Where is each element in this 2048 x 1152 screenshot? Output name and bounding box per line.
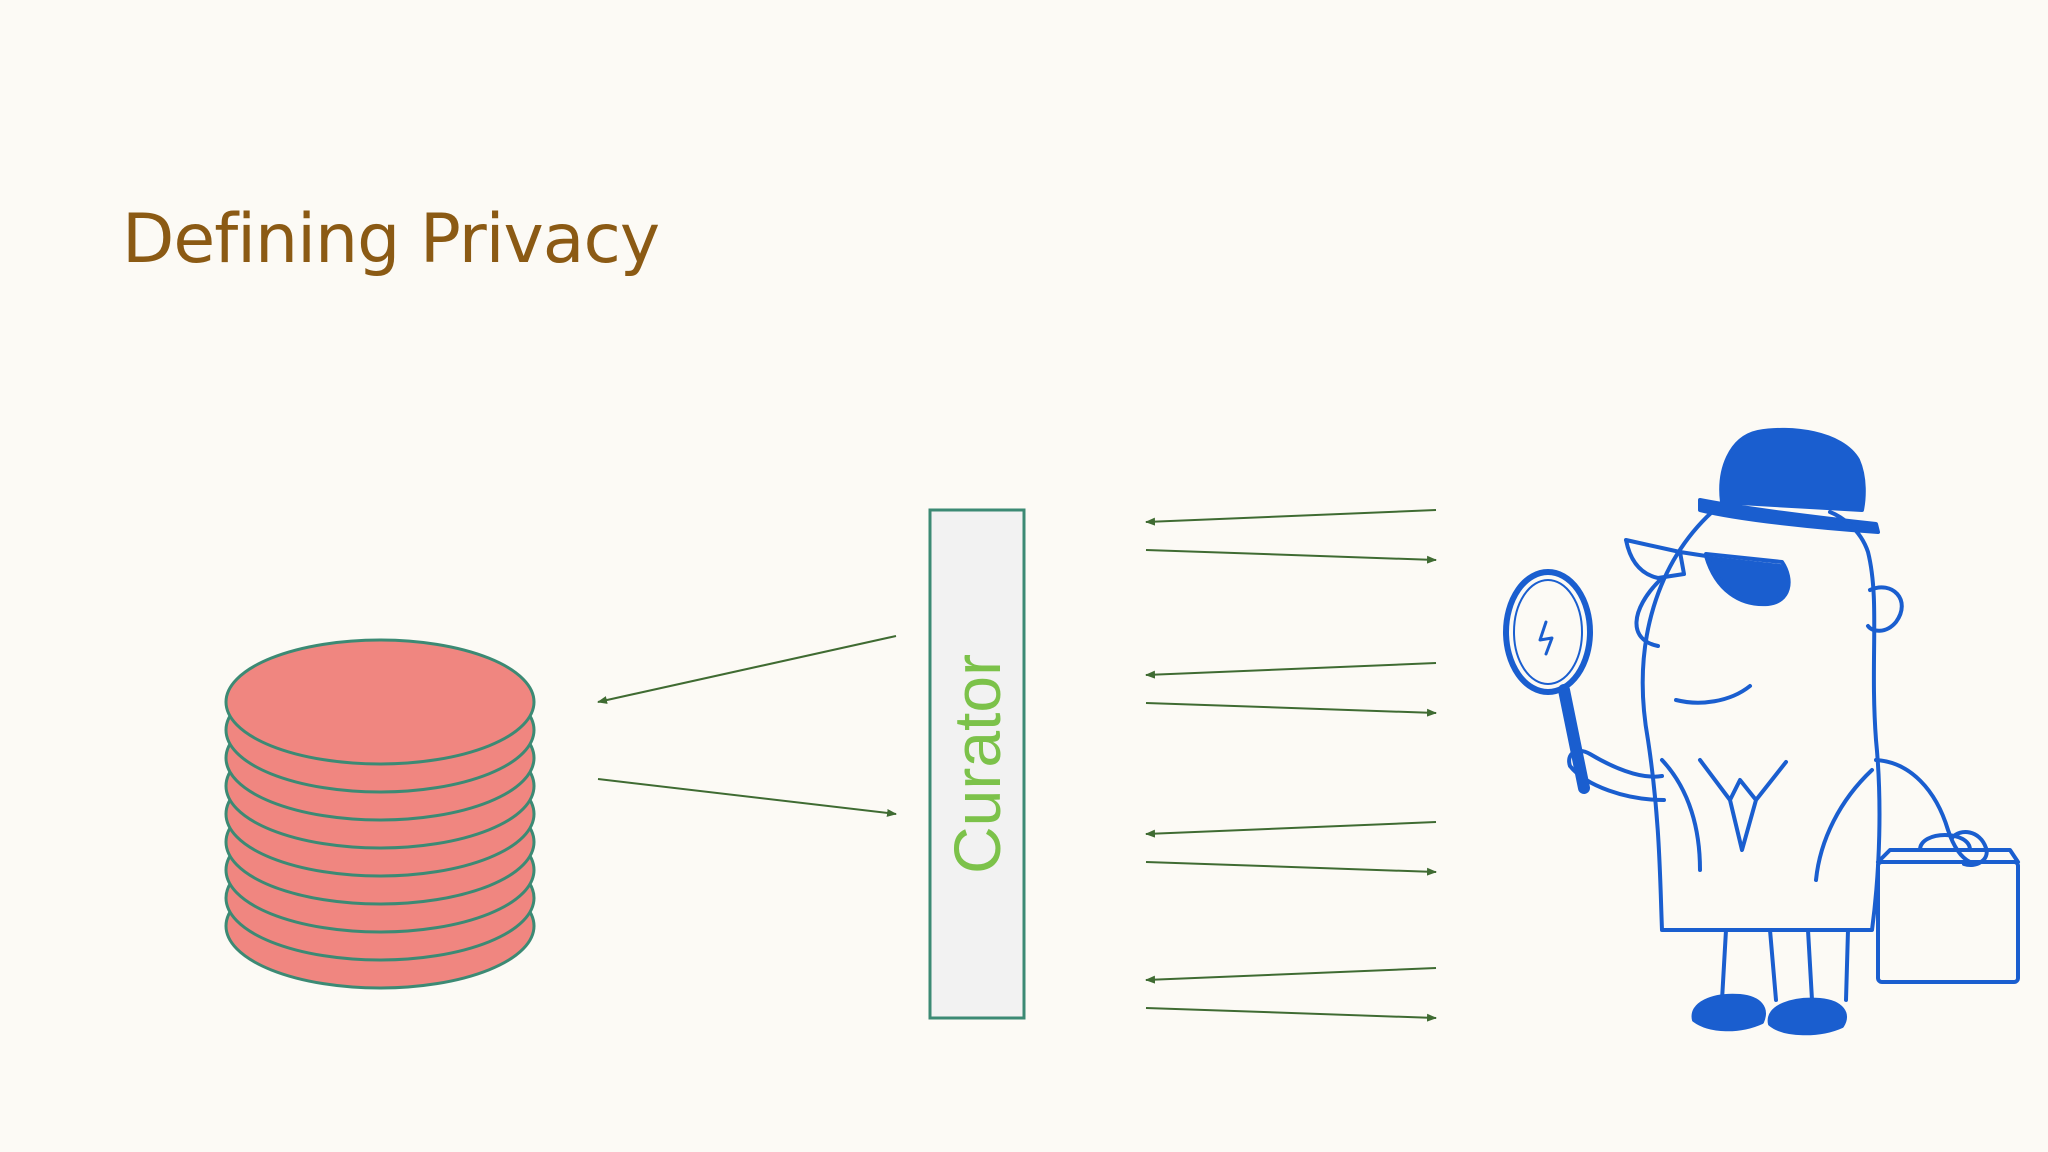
nose xyxy=(1634,578,1662,648)
coat-collar xyxy=(1698,758,1788,852)
query-response-arrows xyxy=(1145,509,1437,1022)
arrow-query-1 xyxy=(1145,509,1437,526)
arrow-response-4 xyxy=(1145,1007,1437,1022)
right-arm xyxy=(1874,758,1972,864)
arrow-response-2 xyxy=(1145,702,1437,717)
right-shoe xyxy=(1767,997,1848,1036)
left-arm xyxy=(1567,748,1666,802)
slide-title: Defining Privacy xyxy=(122,200,660,279)
briefcase-icon xyxy=(1876,833,2020,984)
coat-lapels xyxy=(1660,758,1874,882)
curator-label: Curator xyxy=(940,654,1014,874)
arrow-curator-to-database xyxy=(597,635,897,704)
ear xyxy=(1866,585,1904,633)
database-stack-icon xyxy=(224,638,536,990)
hat-brim xyxy=(1698,498,1880,534)
arrow-response-3 xyxy=(1145,861,1437,876)
arrow-database-to-curator xyxy=(597,778,897,817)
detective-analyst-icon xyxy=(1503,427,2020,1036)
legs xyxy=(1720,928,1850,1002)
arrow-query-2 xyxy=(1145,662,1437,679)
database-top-disc xyxy=(224,638,536,766)
body-outline xyxy=(1640,510,1882,932)
arrow-query-3 xyxy=(1145,821,1437,838)
left-shoe xyxy=(1691,993,1766,1032)
curator-box: Curator xyxy=(928,508,1026,1020)
arrow-query-4 xyxy=(1145,967,1437,984)
arrow-response-1 xyxy=(1145,549,1437,564)
hat-icon xyxy=(1719,427,1866,512)
curator-rect xyxy=(928,508,1026,1020)
glasses-lens xyxy=(1706,556,1788,605)
smile xyxy=(1674,684,1752,705)
database-curator-arrows xyxy=(597,635,897,817)
magnifying-glass-icon xyxy=(1503,569,1593,794)
